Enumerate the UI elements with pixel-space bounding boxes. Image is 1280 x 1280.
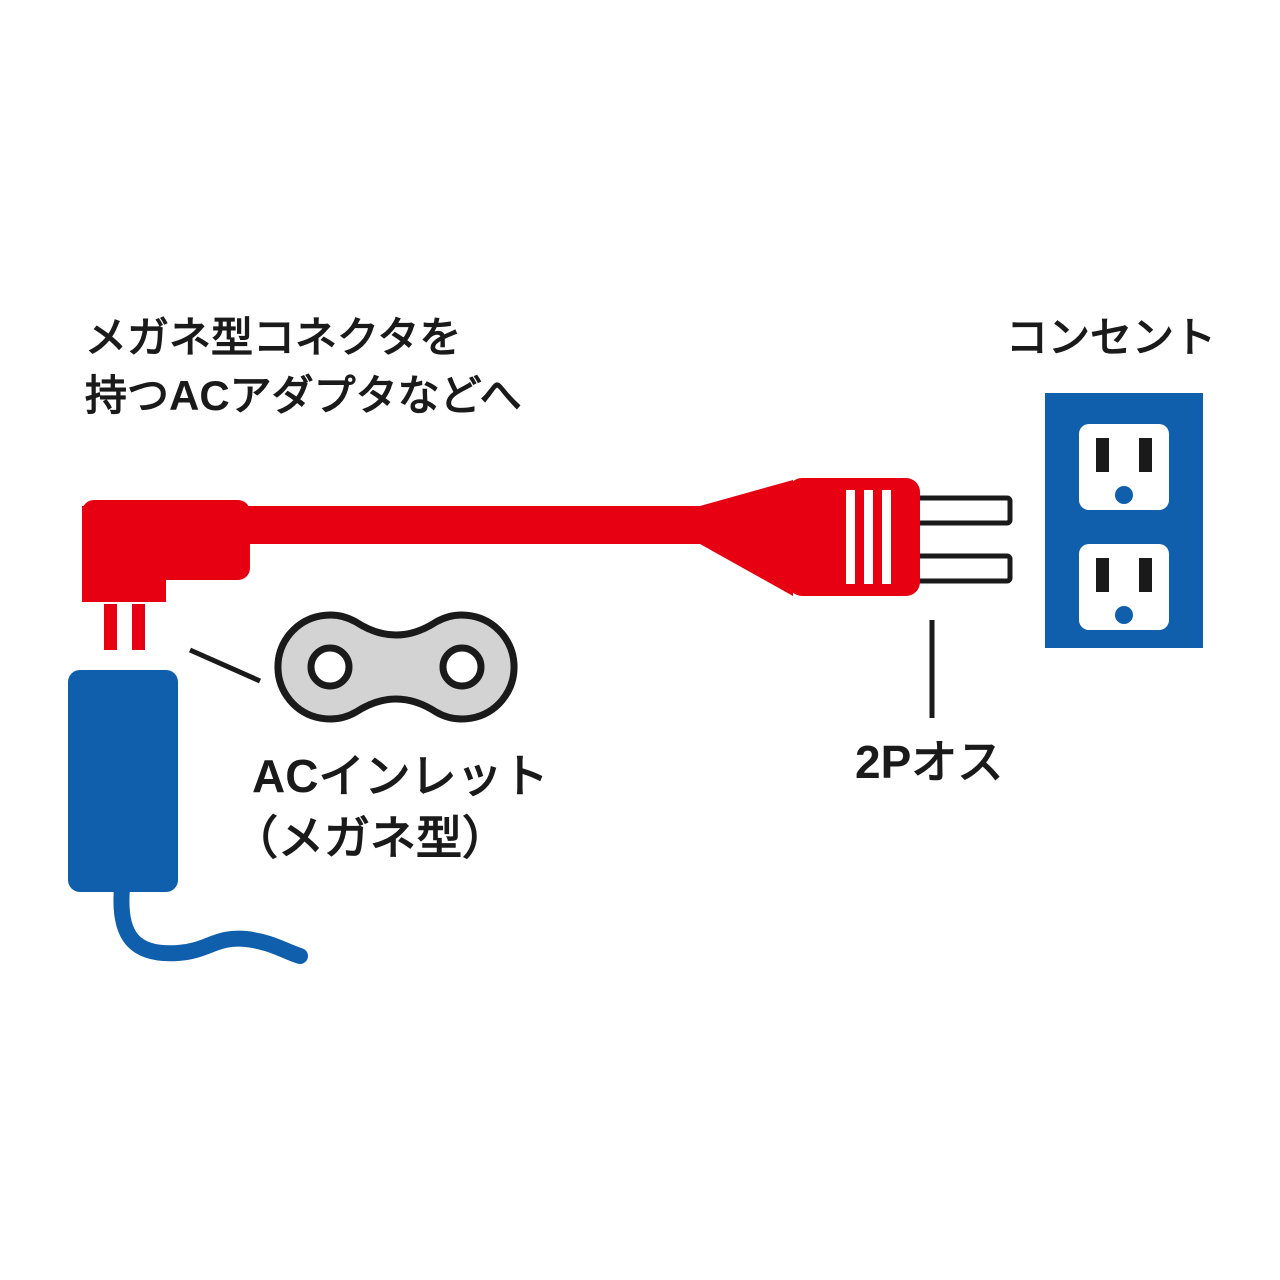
- plug-label: 2Pオス: [855, 736, 1003, 788]
- inlet-label-line2: （メガネ型）: [232, 812, 508, 864]
- inlet-pointer-line: [188, 647, 262, 684]
- ac-adapter: [68, 670, 308, 964]
- adapter-cord: [113, 880, 308, 964]
- adapter-note-line2: 持つACアダプタなどへ: [85, 372, 522, 419]
- outlet-label: コンセント: [1006, 314, 1216, 361]
- power-cable: [235, 506, 710, 544]
- plug-blade-bottom: [909, 553, 1013, 584]
- socket-slot-left: [1096, 438, 1109, 472]
- figure8-hole-left: [307, 644, 353, 690]
- plug-grip-stripe: [864, 490, 873, 584]
- plug-grip-stripe: [882, 490, 891, 584]
- socket-slot-right: [1139, 438, 1152, 472]
- socket-slot-left: [1096, 558, 1109, 592]
- elbow-vertical-arm: [82, 506, 166, 602]
- adapter-note-line1: メガネ型コネクタを: [85, 314, 461, 361]
- inlet-pin-right: [132, 604, 145, 650]
- plug-2p-icon: [700, 478, 1013, 596]
- elbow-connector-icon: [82, 500, 250, 650]
- figure8-outline: [274, 611, 518, 723]
- outlet-socket-bottom: [1079, 544, 1169, 630]
- inlet-label-line1: ACインレット: [252, 750, 548, 802]
- socket-ground-hole: [1115, 486, 1133, 504]
- adapter-body: [68, 670, 178, 892]
- socket-ground-hole: [1115, 606, 1133, 624]
- figure8-hole-right: [439, 644, 485, 690]
- plug-grip-stripe: [846, 490, 855, 584]
- inlet-pin-left: [104, 604, 117, 650]
- plug-blade-top: [909, 495, 1013, 526]
- socket-slot-right: [1139, 558, 1152, 592]
- outlet-socket-top: [1079, 424, 1169, 510]
- figure8-connector-icon: [274, 611, 518, 723]
- plug-neck: [700, 480, 793, 596]
- wall-outlet: [1045, 393, 1203, 648]
